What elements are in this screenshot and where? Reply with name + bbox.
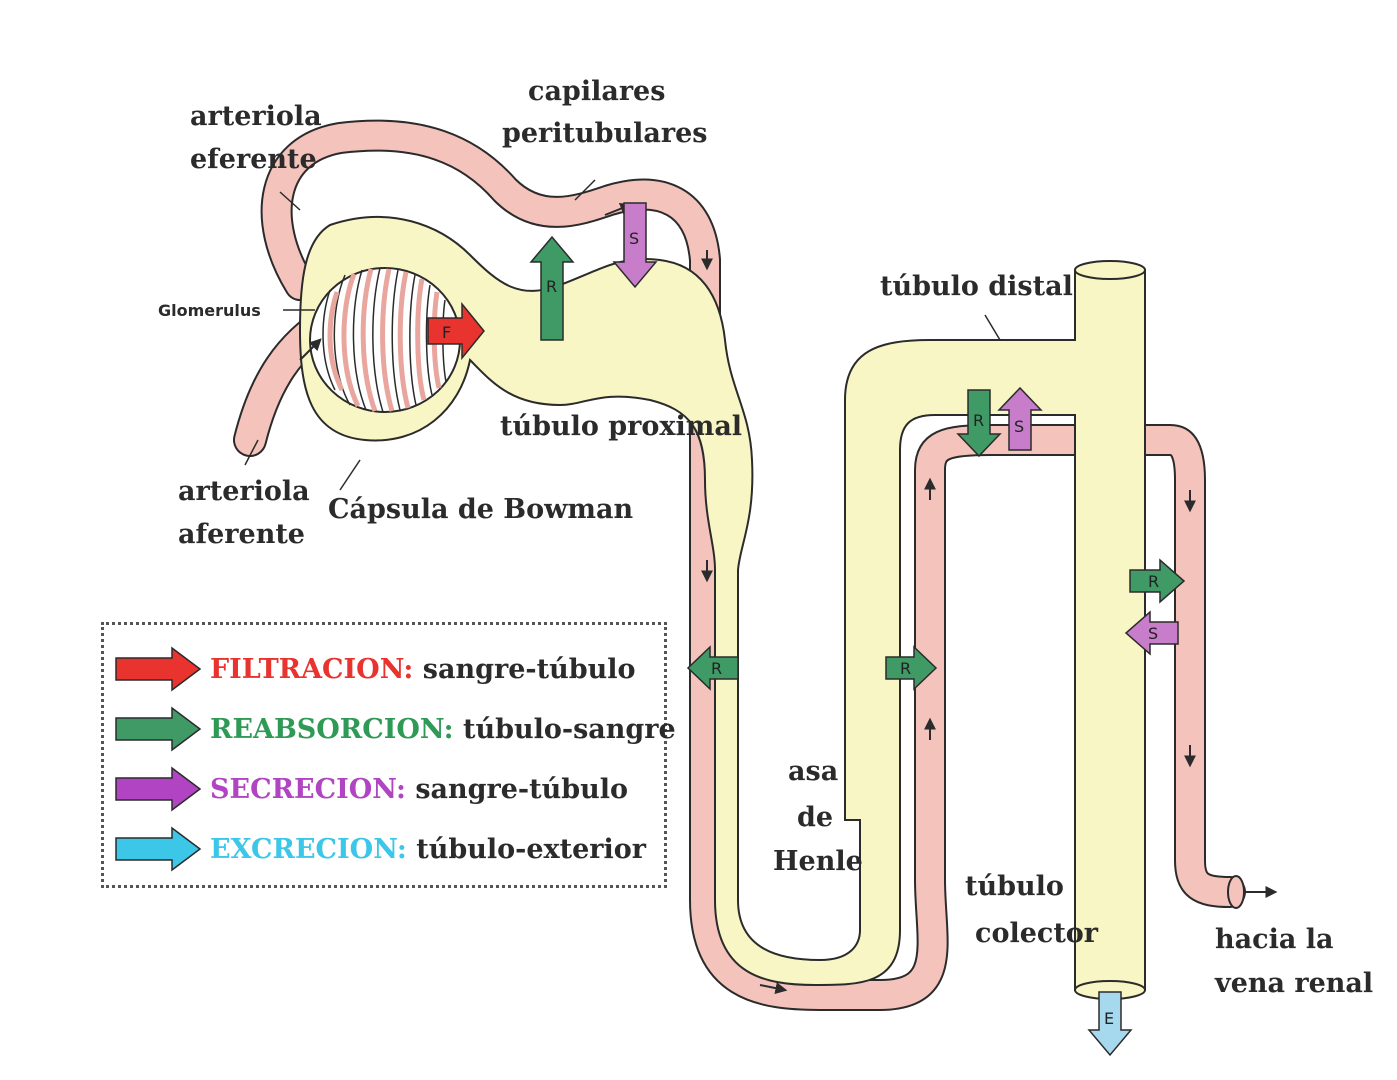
label-capsula-bowman: Cápsula de Bowman — [328, 494, 633, 525]
glomerulus — [309, 267, 461, 413]
purple-arrow-icon — [115, 766, 202, 812]
legend-row-reabsorption: REABSORCION: túbulo-sangre — [114, 703, 676, 755]
legend-desc-filtration: sangre-túbulo — [422, 653, 636, 685]
filtration-letter: F — [442, 323, 451, 342]
label-asa-3: Henle — [773, 846, 863, 877]
legend-term-reabsorption: REABSORCION: — [210, 713, 454, 745]
label-glomerulus: Glomerulus — [158, 301, 261, 320]
label-asa-2: de — [797, 802, 833, 833]
legend-desc-secretion: sangre-túbulo — [415, 773, 629, 805]
reabsorption-letter: R — [1148, 572, 1159, 591]
label-vena-2: vena renal — [1214, 968, 1373, 999]
reabsorption-arrow-ascending: R — [885, 645, 938, 691]
legend-row-secretion: SECRECION: sangre-túbulo — [114, 763, 628, 815]
legend: FILTRACION: sangre-túbulo REABSORCION: t… — [101, 622, 676, 888]
reabsorption-arrow-proximal: R — [529, 235, 575, 341]
blood-vessels — [233, 119, 1278, 1011]
green-arrow-icon — [115, 706, 202, 752]
reabsorption-letter: R — [973, 411, 984, 430]
legend-desc-reabsorption: túbulo-sangre — [462, 713, 676, 745]
excretion-arrow: E — [1087, 991, 1133, 1057]
reabsorption-letter: R — [900, 659, 911, 678]
pointer-lines — [244, 179, 1001, 491]
label-tubulo-proximal: túbulo proximal — [500, 411, 742, 442]
reabsorption-arrow-collecting: R — [1129, 558, 1186, 604]
label-arteriola-eferente-1: arteriola — [190, 101, 322, 132]
reabsorption-arrow-descending: R — [686, 645, 739, 691]
secretion-letter: S — [629, 229, 639, 248]
legend-term-secretion: SECRECION: — [210, 773, 406, 805]
legend-term-filtration: FILTRACION: — [210, 653, 414, 685]
cyan-arrow-icon — [115, 826, 202, 872]
excretion-letter: E — [1104, 1009, 1114, 1028]
filtration-arrow: F — [427, 301, 485, 361]
label-arteriola-eferente-2: eferente — [190, 144, 317, 175]
secretion-arrow-proximal: S — [612, 202, 658, 289]
reabsorption-letter: R — [711, 659, 722, 678]
legend-desc-excretion: túbulo-exterior — [416, 833, 647, 865]
legend-row-excretion: EXCRECION: túbulo-exterior — [114, 823, 646, 875]
legend-term-excretion: EXCRECION: — [210, 833, 407, 865]
label-vena-1: hacia la — [1215, 924, 1333, 955]
label-colector-2: colector — [975, 918, 1099, 949]
label-capilares-1: capilares — [528, 76, 665, 107]
nephron-tubule — [298, 216, 1146, 1000]
labels: arteriola eferente capilares peritubular… — [158, 76, 1373, 999]
legend-row-filtration: FILTRACION: sangre-túbulo — [114, 643, 636, 695]
label-tubulo-distal: túbulo distal — [880, 271, 1073, 302]
secretion-letter: S — [1148, 624, 1158, 643]
red-arrow-icon — [115, 646, 202, 692]
label-asa-1: asa — [788, 756, 838, 787]
reabsorption-letter: R — [546, 277, 557, 296]
label-capilares-2: peritubulares — [502, 118, 708, 149]
secretion-arrow-distal: S — [997, 386, 1043, 451]
label-arteriola-aferente-2: aferente — [178, 519, 305, 550]
secretion-arrow-collecting: S — [1124, 610, 1179, 656]
label-arteriola-aferente-1: arteriola — [178, 476, 310, 507]
reabsorption-arrow-distal: R — [956, 389, 1002, 458]
secretion-letter: S — [1014, 417, 1024, 436]
label-colector-1: túbulo — [965, 871, 1064, 902]
